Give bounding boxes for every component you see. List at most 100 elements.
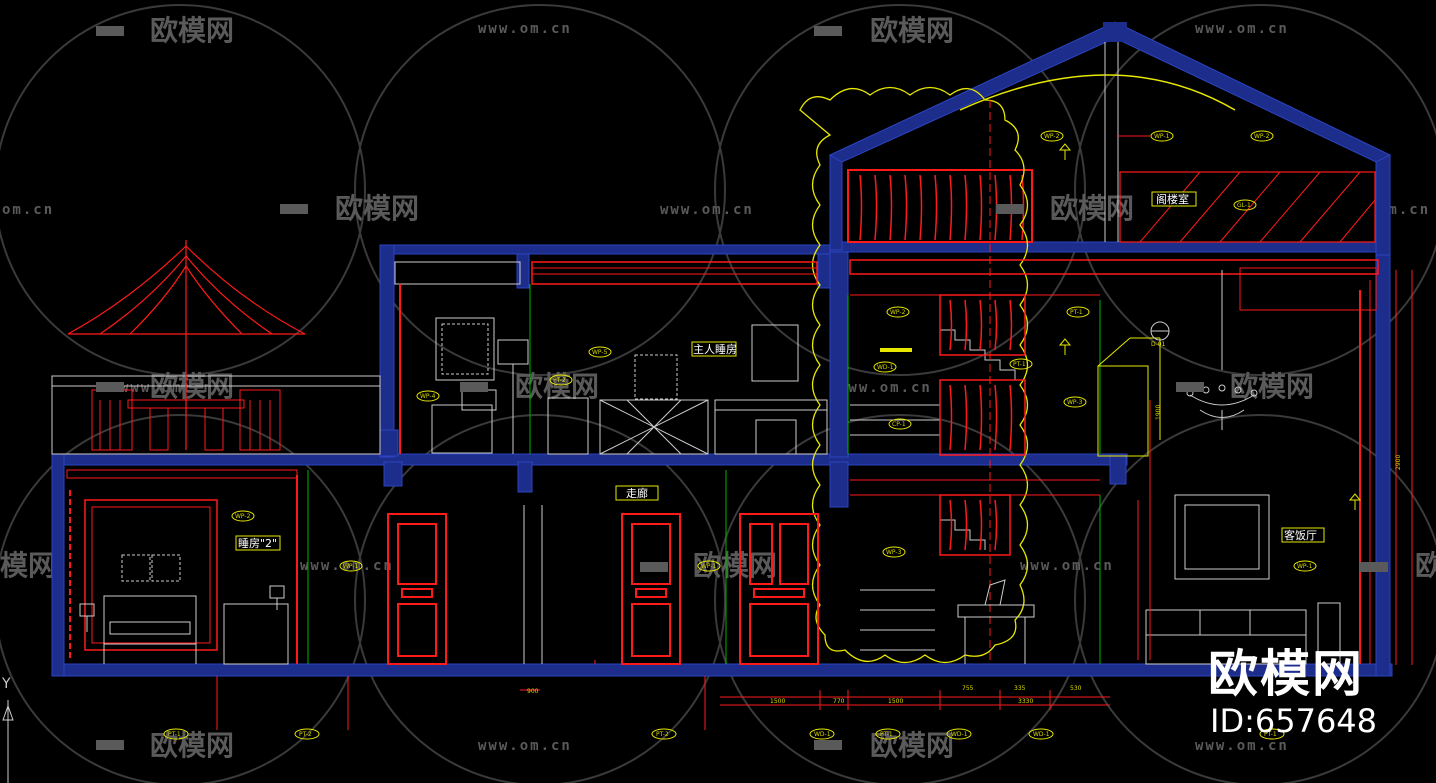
attic-room: 阁楼室 WP-2 WP-1 WP-2 GL-1: [847, 130, 1376, 243]
room-label-bedroom-2: 睡房"2": [238, 537, 277, 550]
dimension-label: 755: [962, 685, 974, 692]
room-label-living-room: 客饭厅: [1284, 528, 1317, 542]
wall-lamp-icon: [1348, 493, 1362, 510]
room-label-master-bedroom: 主人睡房: [693, 343, 737, 356]
tag-wp2: WP-2: [1044, 133, 1060, 140]
watermark-url: www.om.cn: [1195, 738, 1289, 754]
roof: [828, 21, 1392, 242]
tag-pt1: PT-1: [1070, 309, 1083, 316]
watermark-brand: 欧模网: [1050, 192, 1134, 225]
dimension-label: 335: [1014, 685, 1026, 692]
tag-wd1: WD-1: [877, 364, 894, 371]
tag-wp1: WP-1: [1154, 133, 1170, 140]
door-icon: [387, 513, 447, 665]
tag-pt1: PT-1: [880, 731, 893, 738]
wall-lamp-icon: [1058, 338, 1072, 355]
tag-section: D-01: [1151, 341, 1166, 348]
bottom-material-tags: PT-1 PT-2 PT-2 WD-1 PT-1 WD-1 WD-1 PT-1: [163, 728, 1285, 740]
roof-terrace: [51, 240, 381, 455]
watermark-brand: 欧模网: [870, 729, 954, 762]
watermark-url: www.om.cn: [300, 558, 394, 574]
tag-wp2: WP-2: [890, 309, 906, 316]
watermark-url: www.om.cn: [1020, 558, 1114, 574]
bedside-lamp-icon: [79, 585, 285, 632]
dimension-label: 1500: [888, 698, 903, 705]
tag-wp5: WP-5: [592, 349, 608, 356]
tag-wp1: WP-1: [701, 563, 717, 570]
watermark-url: www.om.cn: [478, 738, 572, 754]
watermark-url: om.cn: [1378, 202, 1430, 218]
door-icon: [621, 513, 681, 665]
watermark-url: om.cn: [2, 202, 54, 218]
wall-lamp-icon: [1058, 143, 1072, 160]
tag-wp4: WP-4: [420, 393, 436, 400]
tag-gl1: GL-1: [1237, 202, 1251, 209]
umbrella-icon: [67, 240, 306, 450]
chandelier-icon: [1186, 270, 1258, 430]
tag-pt1: PT-1: [1013, 361, 1026, 368]
door-icon: [739, 513, 819, 665]
bedroom-2: 睡房"2" WP-2 WP-1: [66, 469, 363, 665]
watermark-brand: 欧模网: [693, 549, 777, 582]
watermark-brand: 欧模网: [1415, 549, 1436, 582]
tag-wp3: WP-3: [886, 549, 902, 556]
model-id: ID:657648: [1210, 702, 1378, 740]
tag-pt1: PT-1: [168, 731, 181, 738]
tag-wp1: WP-1: [1297, 563, 1313, 570]
dimension-label: 900: [527, 688, 539, 695]
tag-cp1: CP-1: [892, 421, 906, 428]
tag-wp2: WP-2: [235, 513, 251, 520]
tag-pt1: PT-1: [1264, 731, 1277, 738]
watermark-url: www.om.cn: [478, 21, 572, 37]
watermark-url: www.om.cn: [838, 380, 932, 396]
watermark-layer: 欧模网 欧模网 欧模网 欧模网 欧模网 欧模网 欧模网 欧模网 欧模网 欧模网 …: [0, 4, 1436, 783]
ucs-axis-icon: Y: [1, 676, 14, 783]
living-dining-room: D-01 客饭厅 WP-1 2900 1900: [1097, 267, 1413, 665]
watermark-brand: 欧模网: [870, 14, 954, 47]
dimension-label: 770: [833, 698, 845, 705]
floor-lamp-icon: [497, 339, 529, 454]
watermark-url: www.om.cn: [1195, 21, 1289, 37]
tag-pt2: PT-2: [553, 377, 566, 384]
bed-icon: [103, 595, 197, 664]
watermark-url: www.om.cn: [120, 380, 214, 396]
dimension-labels: 900 1500 770 1500 755 335 530 3330: [527, 685, 1082, 705]
tag-wd1: WD-1: [951, 731, 968, 738]
watermark-brand: 欧模网: [0, 549, 56, 582]
watermark-brand: 欧模网: [335, 192, 419, 225]
watermark-brand: 欧模网: [1230, 370, 1314, 403]
master-bedroom: 主人睡房 WP-5 WP-4 PT-2: [394, 261, 828, 455]
room-label-attic: 阁楼室: [1156, 192, 1189, 206]
outdoor-table-chairs: [91, 389, 281, 451]
watermark-brand: 欧模网: [150, 729, 234, 762]
stairwell: WP-2 PT-1 WD-1 PT-1 WP-3 CP-1 WP-3: [847, 100, 1379, 664]
axis-label: Y: [1, 676, 11, 692]
chair-icon: [957, 579, 1035, 664]
bed-bench-icon: [599, 399, 828, 455]
tag-wd1: WD-1: [814, 731, 831, 738]
sofa-icon: [1145, 602, 1341, 665]
tag-wp2: WP-2: [1254, 133, 1270, 140]
dimension-label: 1900: [1155, 405, 1162, 420]
room-label-corridor: 走廊: [626, 486, 648, 500]
dimension-label: 1500: [770, 698, 785, 705]
dimension-label: 2900: [1395, 455, 1402, 470]
dimension-chains: [216, 660, 1110, 730]
watermark-brand-texts: 欧模网 欧模网 欧模网 欧模网 欧模网 欧模网 欧模网 欧模网 欧模网 欧模网 …: [0, 14, 1436, 762]
tag-pt2: PT-2: [656, 731, 669, 738]
dimension-label: 530: [1070, 685, 1082, 692]
side-stool-icon: [547, 397, 589, 455]
watermark-brand: 欧模网: [150, 14, 234, 47]
tag-wd1: WD-1: [1033, 731, 1050, 738]
watermark-url: www.om.cn: [660, 202, 754, 218]
tag-pt2: PT-2: [299, 731, 312, 738]
logo-seat: [96, 26, 1388, 750]
watermark-circles: [0, 4, 1436, 783]
watermark-url-texts: www.om.cn www.om.cn om.cn www.om.cn om.c…: [2, 21, 1430, 754]
corridor: 走廊 WP-1: [387, 470, 819, 665]
dimension-label: 3330: [1018, 698, 1033, 705]
structure-walls: [51, 154, 1393, 677]
cabinet-icon: [755, 419, 797, 455]
tag-wp3: WP-3: [1067, 399, 1083, 406]
